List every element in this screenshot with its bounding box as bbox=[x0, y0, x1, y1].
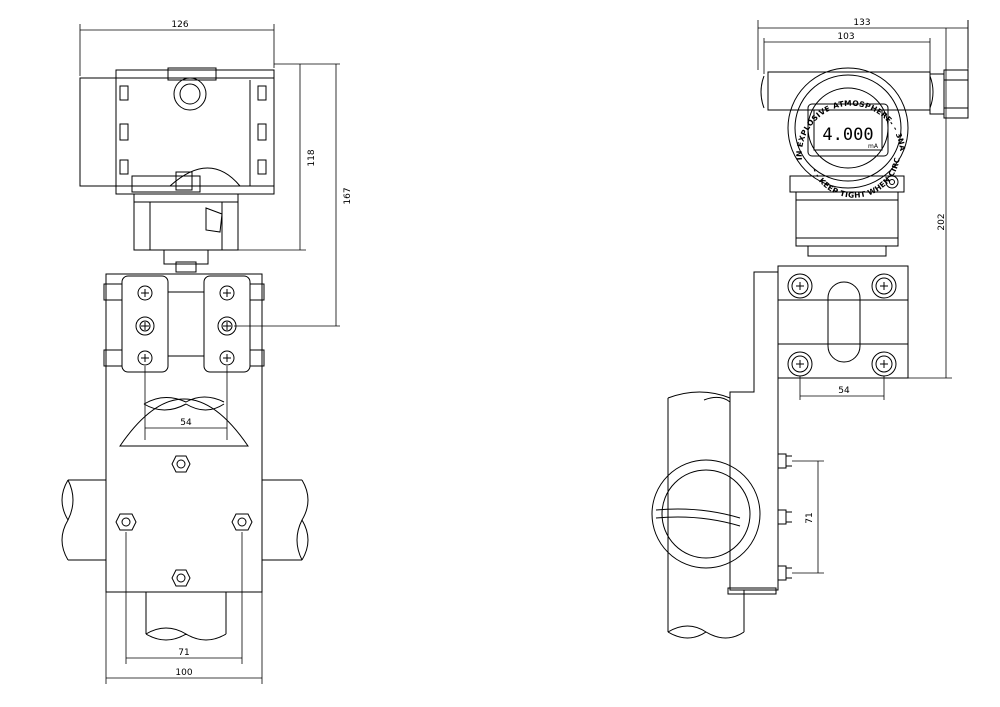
right-dimensions bbox=[757, 20, 969, 574]
left-vertical-pipe bbox=[145, 592, 227, 641]
dim-left-height-upper: 118 bbox=[307, 149, 317, 166]
left-dimensions bbox=[79, 24, 340, 684]
dim-left-pipe-spacing: 71 bbox=[178, 648, 189, 658]
left-side-view: 126 118 167 54 71 100 bbox=[61, 20, 353, 684]
ring-text-top-path: IN EXPLOSIVE ATMOSPHERE- - 3NA CIRCUITAL bbox=[0, 0, 907, 161]
left-pipe bbox=[61, 479, 309, 561]
dim-right-width-total: 133 bbox=[853, 18, 870, 28]
right-bracket bbox=[727, 271, 792, 595]
right-housing bbox=[760, 69, 969, 257]
left-bracket bbox=[103, 273, 265, 593]
right-front-view: 4.000 mA IN EXPLOSIVE ATMOSPHERE- - 3NA … bbox=[0, 0, 969, 639]
dim-right-height-total: 202 bbox=[937, 213, 947, 230]
right-display-bezel bbox=[787, 67, 909, 189]
dim-right-bolt-spacing: 54 bbox=[838, 386, 850, 396]
lcd-reading: 4.000 bbox=[822, 125, 873, 145]
right-flange bbox=[777, 265, 909, 379]
dim-left-bracket-width: 100 bbox=[175, 668, 192, 678]
dim-left-width-top: 126 bbox=[171, 20, 188, 30]
ring-text-top: IN EXPLOSIVE ATMOSPHERE- - 3NA CIRCUITAL bbox=[0, 0, 907, 161]
dim-right-width-housing: 103 bbox=[837, 32, 854, 42]
lcd-unit: mA bbox=[868, 143, 879, 150]
dim-right-bracket-spacing: 71 bbox=[805, 512, 815, 523]
dim-left-height-total: 167 bbox=[343, 187, 353, 204]
right-pipe bbox=[651, 391, 761, 639]
left-housing bbox=[79, 67, 275, 195]
dim-left-bolt-spacing: 54 bbox=[180, 418, 192, 428]
left-sensor-neck bbox=[133, 193, 239, 273]
